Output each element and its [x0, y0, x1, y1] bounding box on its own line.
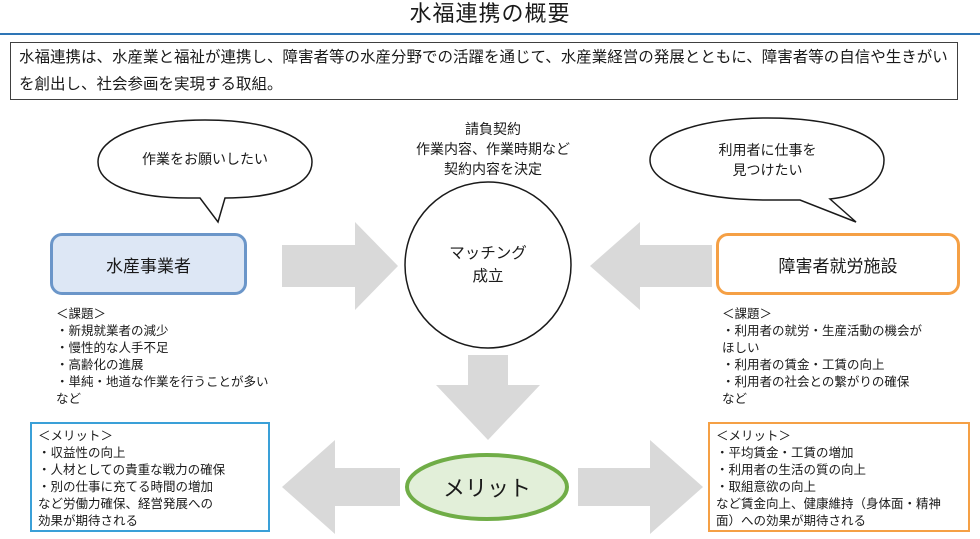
- matching-circle: [404, 181, 572, 349]
- left-bubble-text: 作業をお願いしたい: [142, 152, 268, 168]
- down-arrow: [436, 355, 540, 440]
- left-to-center-arrow: [282, 222, 398, 310]
- contract-line-1: 請負契約: [465, 122, 521, 138]
- merit-label: メリット: [442, 477, 531, 502]
- welfare-facility-box: 障害者就労施設: [716, 233, 960, 295]
- page-title: 水福連携の概要: [409, 2, 571, 27]
- right-bubble-line-2: 見つけたい: [732, 163, 803, 179]
- contract-line-3: 契約内容を決定: [444, 162, 542, 178]
- right-bubble-line-1: 利用者に仕事を: [718, 143, 817, 159]
- definition-box: 水福連携は、水産業と福祉が連携し、障害者等の水産分野での活躍を通じて、水産業経営…: [10, 42, 958, 100]
- matching-line-2: 成立: [472, 267, 504, 285]
- contract-line-2: 作業内容、作業時期など: [416, 142, 570, 158]
- merit-ellipse: [405, 453, 569, 521]
- title-underline: [0, 33, 980, 35]
- right-speech-bubble: [649, 117, 885, 223]
- left-speech-bubble: [97, 119, 313, 224]
- fishery-operator-box: 水産事業者: [50, 233, 247, 295]
- merit-right-arrow: [578, 440, 703, 534]
- right-to-center-arrow: [590, 222, 712, 310]
- matching-line-1: マッチング: [449, 244, 527, 262]
- right-bubble-text: 利用者に仕事を 見つけたい: [660, 138, 875, 184]
- right-merits-box: ＜メリット＞ ・平均賃金・工賃の増加 ・利用者の生活の質の向上 ・取組意欲の向上…: [708, 422, 970, 532]
- contract-note: 請負契約 作業内容、作業時期など 契約内容を決定: [388, 120, 598, 180]
- left-issues: ＜課題＞ ・新規就業者の減少 ・慢性的な人手不足 ・高齢化の進展 ・単純・地道な…: [56, 306, 269, 406]
- matching-label: マッチング 成立: [420, 240, 556, 290]
- merit-left-arrow: [282, 440, 400, 534]
- right-issues: ＜課題＞ ・利用者の就労・生産活動の機会が ほしい ・利用者の賃金・工賃の向上 …: [722, 306, 923, 406]
- left-merits-box: ＜メリット＞ ・収益性の向上 ・人材としての貴重な戦力の確保 ・別の仕事に充てる…: [30, 422, 270, 532]
